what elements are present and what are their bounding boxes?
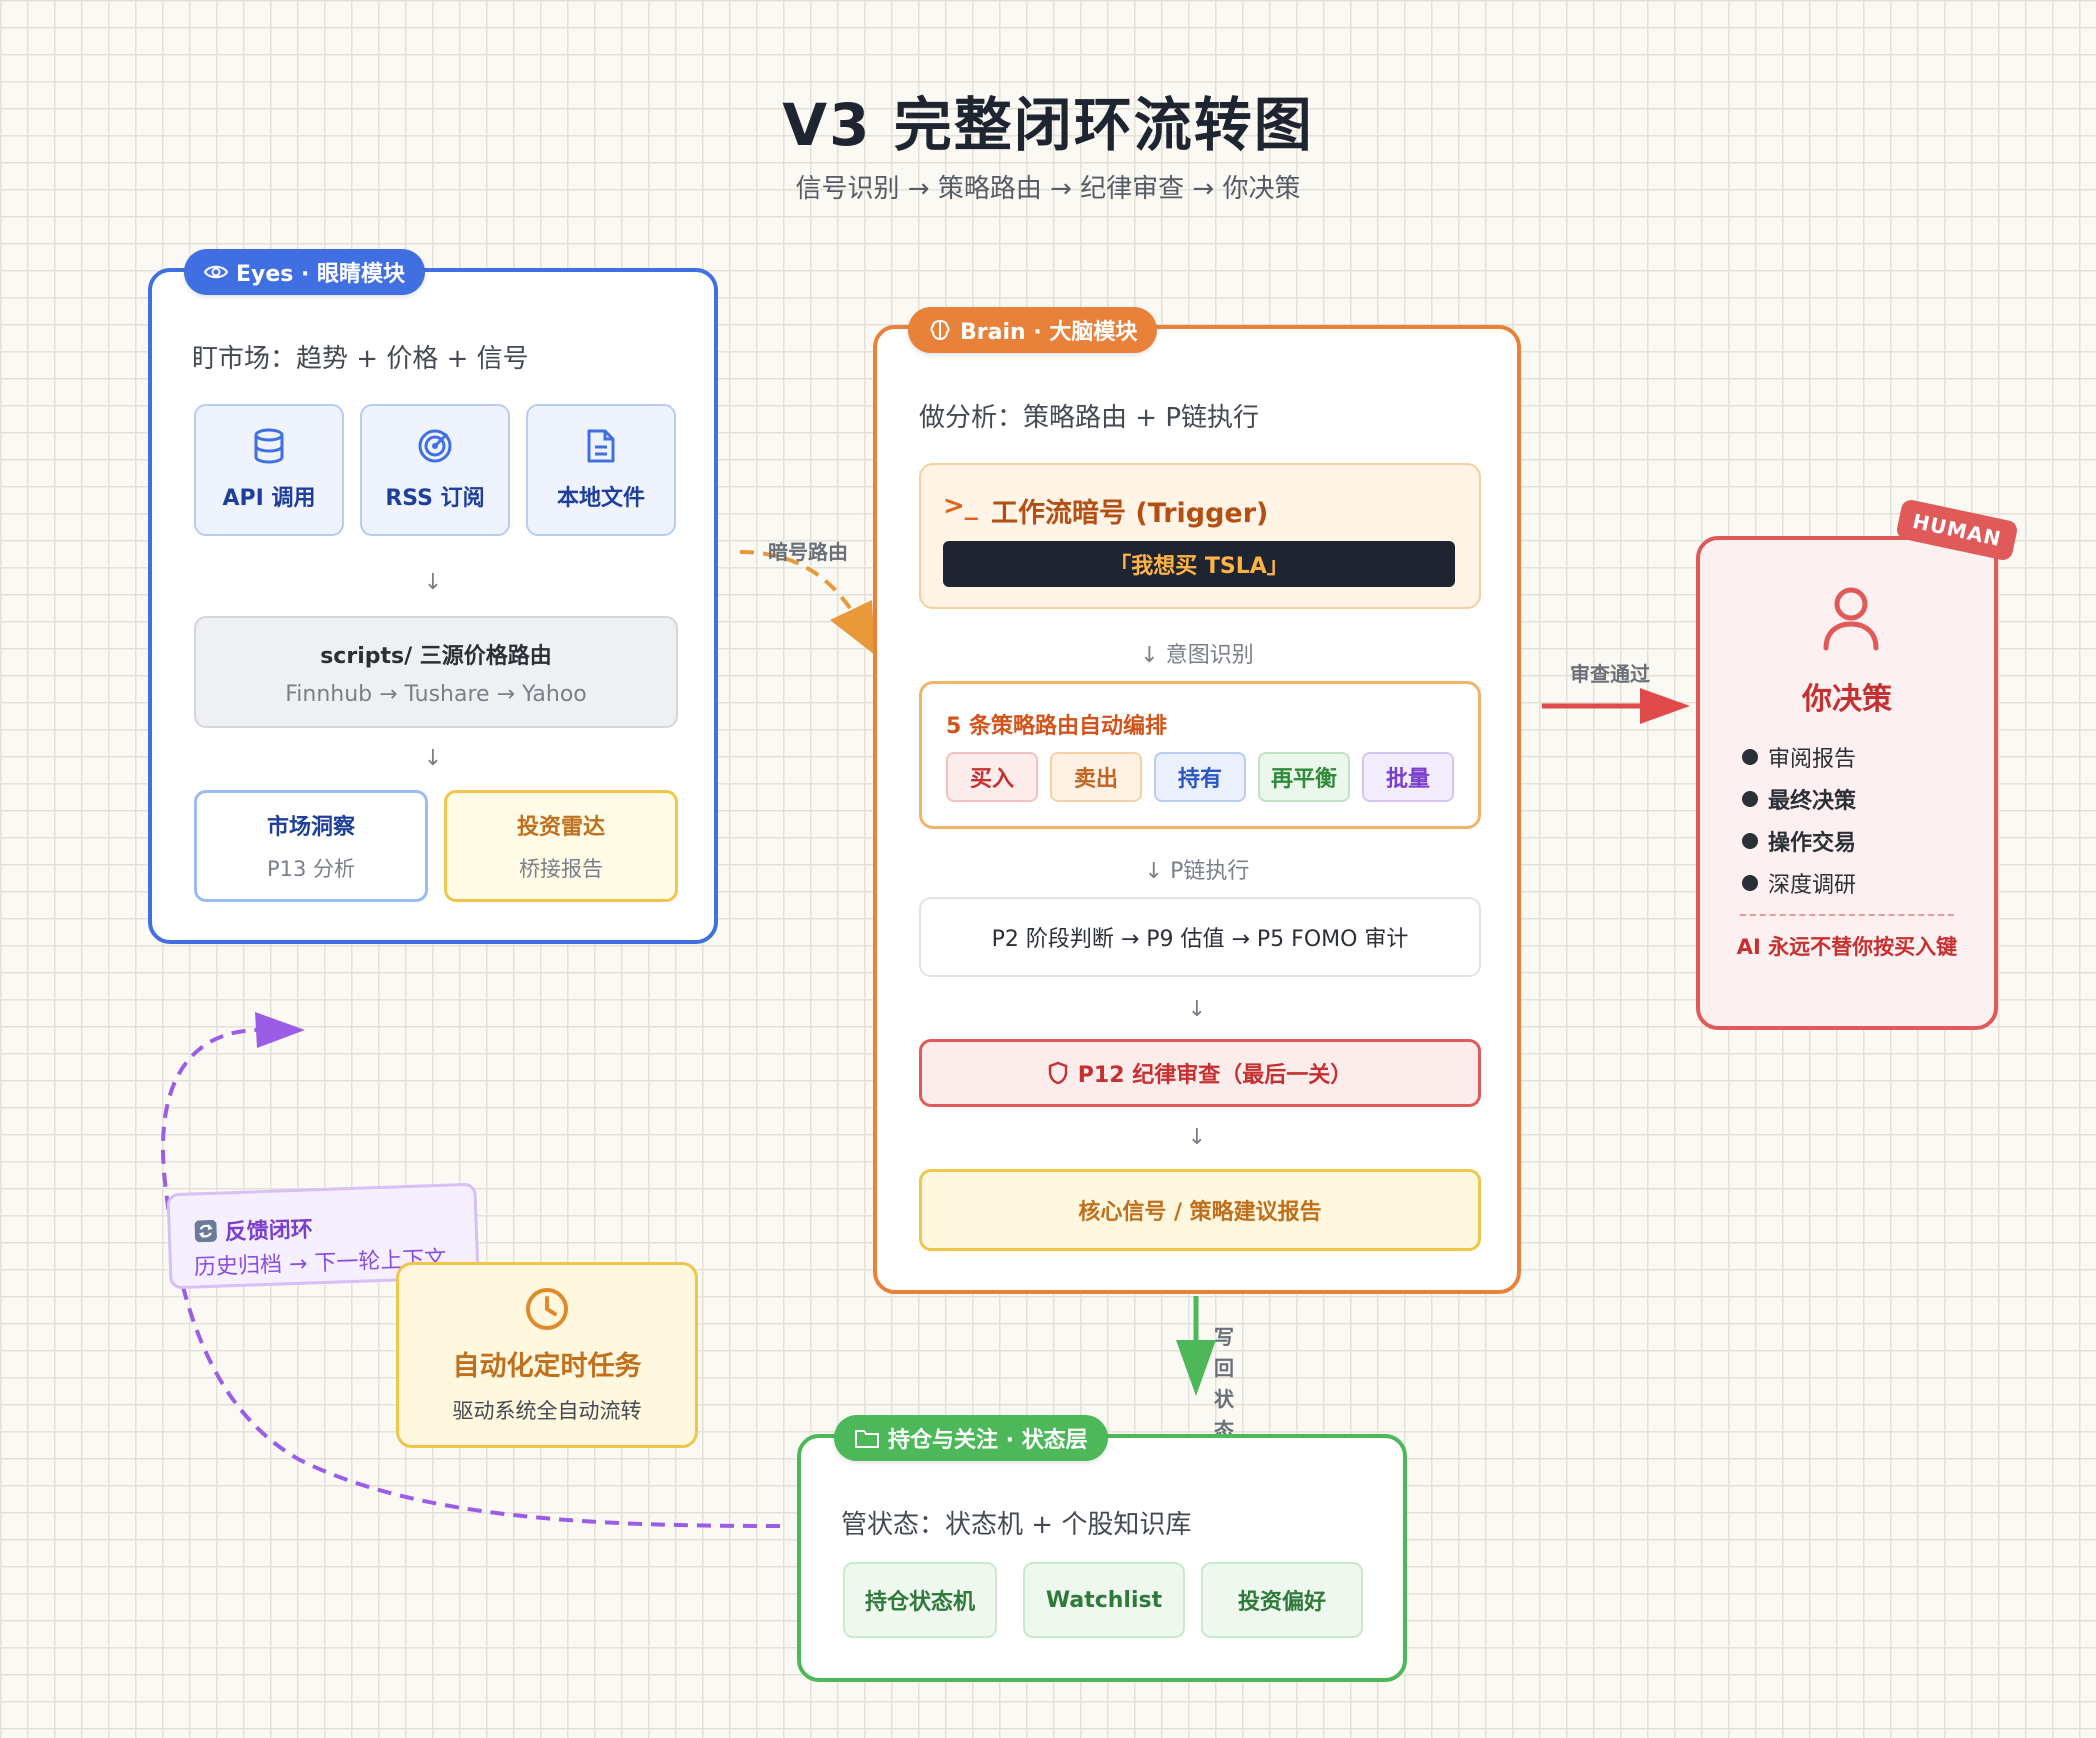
eyes-badge: Eyes · 眼睛模块 xyxy=(184,249,426,295)
output-investment-radar-sub: 桥接报告 xyxy=(519,857,603,881)
price-router-title: scripts/ 三源价格路由 xyxy=(320,643,552,669)
human-note: AI 永远不替你按买入键 xyxy=(1736,935,1958,959)
page-title: V3 完整闭环流转图 xyxy=(782,91,1314,159)
pchain-box: P2 阶段判断 → P9 估值 → P5 FOMO 审计 xyxy=(919,897,1481,977)
automation-card: 自动化定时任务 驱动系统全自动流转 xyxy=(396,1262,698,1448)
user-icon xyxy=(1823,587,1879,651)
refresh-icon xyxy=(194,1219,217,1243)
source-api[interactable]: API 调用 xyxy=(194,404,344,536)
strategy-buy[interactable]: 买入 xyxy=(946,752,1038,802)
brain-arrow-1: ↓ xyxy=(1187,997,1207,1022)
step-pchain: ↓ P链执行 xyxy=(1144,859,1250,884)
state-item-position-machine[interactable]: 持仓状态机 xyxy=(843,1562,997,1638)
edge-label-review-pass: 审查通过 xyxy=(1570,662,1650,686)
brain-description: 做分析：策略路由 + P链执行 xyxy=(919,403,1259,433)
state-item-watchlist[interactable]: Watchlist xyxy=(1023,1562,1185,1638)
edge-review-pass-head xyxy=(1640,688,1690,724)
price-router: scripts/ 三源价格路由 Finnhub → Tushare → Yaho… xyxy=(194,616,678,728)
strategy-box: 5 条策略路由自动编排 买入 卖出 持有 再平衡 批量 xyxy=(919,681,1481,829)
page-subtitle: 信号识别 → 策略路由 → 纪律审查 → 你决策 xyxy=(795,174,1301,204)
human-task-item: 最终决策 xyxy=(1742,778,1856,820)
bullet-icon xyxy=(1742,791,1758,807)
price-router-chain: Finnhub → Tushare → Yahoo xyxy=(285,681,587,707)
source-rss[interactable]: RSS 订阅 xyxy=(360,404,510,536)
eyes-badge-label: Eyes · 眼睛模块 xyxy=(236,262,406,287)
human-task-label: 审阅报告 xyxy=(1768,747,1857,772)
edge-label-trigger-route: 暗号路由 xyxy=(768,540,848,564)
state-description: 管状态：状态机 + 个股知识库 xyxy=(841,1510,1192,1540)
eyes-arrow-2: ↓ xyxy=(423,746,443,771)
human-task-item: 审阅报告 xyxy=(1742,736,1856,778)
feedback-title: 反馈闭环 xyxy=(224,1217,314,1246)
output-investment-radar[interactable]: 投资雷达 桥接报告 xyxy=(444,790,678,902)
edge-label-write-back: 写回状态 xyxy=(1214,1325,1234,1434)
bullet-icon xyxy=(1742,875,1758,891)
brain-arrow-2: ↓ xyxy=(1187,1125,1207,1150)
human-title: 你决策 xyxy=(1802,682,1892,717)
human-task-item: 操作交易 xyxy=(1742,820,1856,862)
strategy-title: 5 条策略路由自动编排 xyxy=(946,714,1167,739)
signal-report-box[interactable]: 核心信号 / 策略建议报告 xyxy=(919,1169,1481,1251)
feedback-title-row: 反馈闭环 xyxy=(194,1211,313,1247)
automation-sub: 驱动系统全自动流转 xyxy=(452,1398,642,1423)
output-investment-radar-title: 投资雷达 xyxy=(516,815,605,840)
human-task-label: 最终决策 xyxy=(1768,789,1857,814)
edge-feedback-loop xyxy=(160,1028,781,1528)
shield-icon xyxy=(1048,1061,1067,1085)
strategy-hold[interactable]: 持有 xyxy=(1154,752,1246,802)
brain-panel: 做分析：策略路由 + P链执行 >_ 工作流暗号 (Trigger) 「我想买 … xyxy=(873,325,1521,1294)
source-file-label: 本地文件 xyxy=(556,486,645,511)
human-task-list: 审阅报告 最终决策 操作交易 深度调研 xyxy=(1742,736,1856,904)
source-rss-label: RSS 订阅 xyxy=(385,486,485,511)
database-icon xyxy=(254,428,284,464)
p12-review-box: P12 纪律审查（最后一关） xyxy=(919,1039,1481,1107)
strategy-rebalance[interactable]: 再平衡 xyxy=(1258,752,1350,802)
strategy-sell[interactable]: 卖出 xyxy=(1050,752,1142,802)
state-badge: 持仓与关注 · 状态层 xyxy=(834,1415,1108,1461)
source-api-label: API 调用 xyxy=(222,486,316,511)
trigger-example[interactable]: 「我想买 TSLA」 xyxy=(943,541,1455,587)
trigger-box: >_ 工作流暗号 (Trigger) 「我想买 TSLA」 xyxy=(919,463,1481,609)
human-panel: 你决策 审阅报告 最终决策 操作交易 深度调研 AI 永远不替你按买入键 xyxy=(1696,536,1998,1030)
output-market-insight-title: 市场洞察 xyxy=(266,815,355,840)
human-task-item: 深度调研 xyxy=(1742,862,1856,904)
clock-icon xyxy=(526,1287,568,1330)
output-market-insight-sub: P13 分析 xyxy=(266,857,356,881)
eyes-description: 盯市场：趋势 + 价格 + 信号 xyxy=(192,344,529,374)
automation-title: 自动化定时任务 xyxy=(452,1350,642,1382)
bullet-icon xyxy=(1742,749,1758,765)
bullet-icon xyxy=(1742,833,1758,849)
state-panel: 管状态：状态机 + 个股知识库 持仓状态机 Watchlist 投资偏好 xyxy=(797,1434,1407,1682)
brain-badge-label: Brain · 大脑模块 xyxy=(960,320,1138,345)
document-icon xyxy=(587,429,615,463)
brain-badge: Brain · 大脑模块 xyxy=(908,307,1158,353)
brain-icon xyxy=(930,319,950,341)
state-badge-label: 持仓与关注 · 状态层 xyxy=(888,1428,1088,1453)
radar-icon xyxy=(418,429,452,463)
state-item-preference[interactable]: 投资偏好 xyxy=(1201,1562,1363,1638)
edge-feedback-loop-head xyxy=(255,1012,305,1048)
eye-icon xyxy=(204,265,228,279)
output-market-insight[interactable]: 市场洞察 P13 分析 xyxy=(194,790,428,902)
feedback-card: 反馈闭环 历史归档 → 下一轮上下文 xyxy=(166,1182,480,1290)
trigger-title: 工作流暗号 (Trigger) xyxy=(991,498,1269,529)
edge-write-back-head xyxy=(1176,1340,1216,1396)
strategy-batch[interactable]: 批量 xyxy=(1362,752,1454,802)
step-intent: ↓ 意图识别 xyxy=(1140,643,1254,668)
terminal-icon: >_ xyxy=(943,491,978,521)
source-file[interactable]: 本地文件 xyxy=(526,404,676,536)
eyes-panel: 盯市场：趋势 + 价格 + 信号 API 调用 RSS 订阅 本地文件 ↓ sc… xyxy=(148,268,718,944)
p12-review-label: P12 纪律审查（最后一关） xyxy=(1077,1063,1353,1088)
human-task-label: 深度调研 xyxy=(1768,873,1857,898)
eyes-arrow-1: ↓ xyxy=(423,570,443,595)
edge-trigger-route-head xyxy=(830,600,875,655)
human-divider xyxy=(1740,914,1954,916)
human-task-label: 操作交易 xyxy=(1768,831,1857,856)
folder-icon xyxy=(855,1430,879,1448)
